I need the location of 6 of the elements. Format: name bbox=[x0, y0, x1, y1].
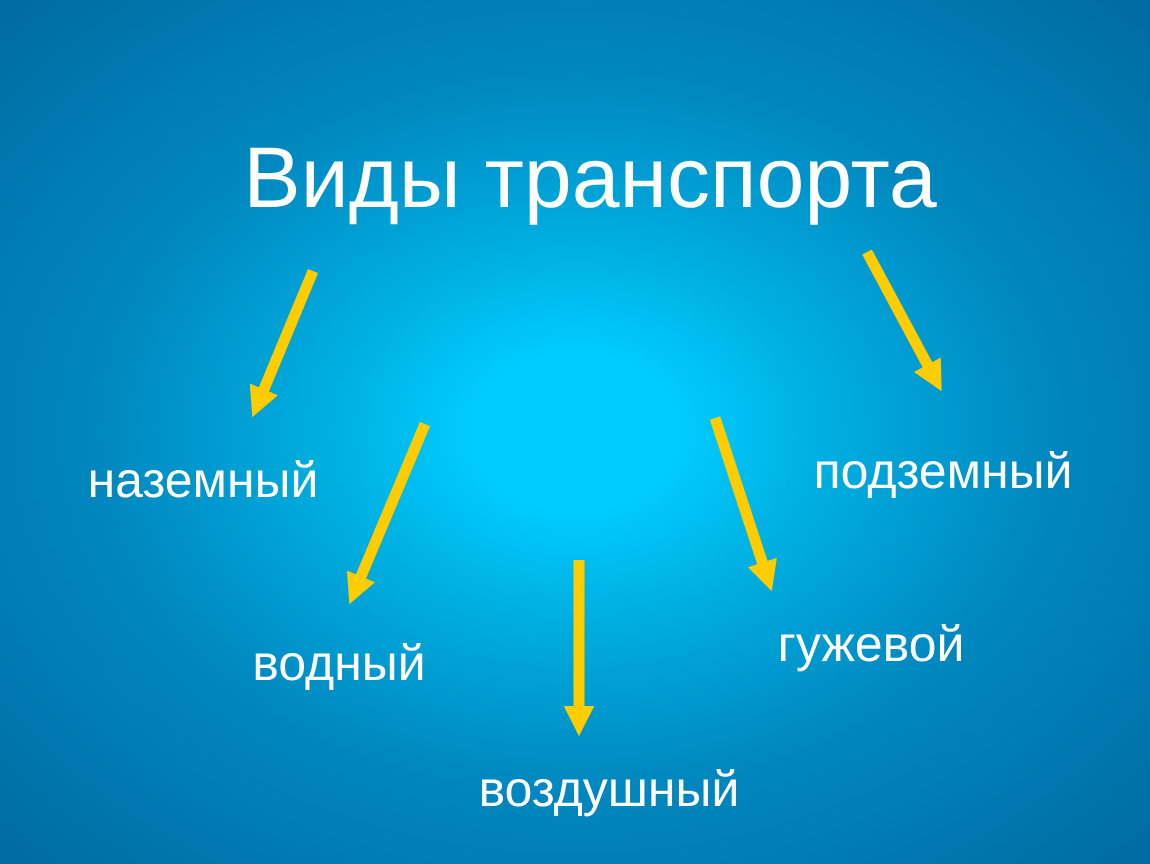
category-label: гужевой bbox=[781, 623, 961, 672]
category-label: водный bbox=[255, 642, 423, 690]
category-label: подземный bbox=[817, 450, 1070, 498]
heading: Виды транспорта bbox=[250, 147, 937, 225]
category-label: наземный bbox=[91, 459, 315, 498]
category-label: воздушный bbox=[482, 768, 736, 817]
